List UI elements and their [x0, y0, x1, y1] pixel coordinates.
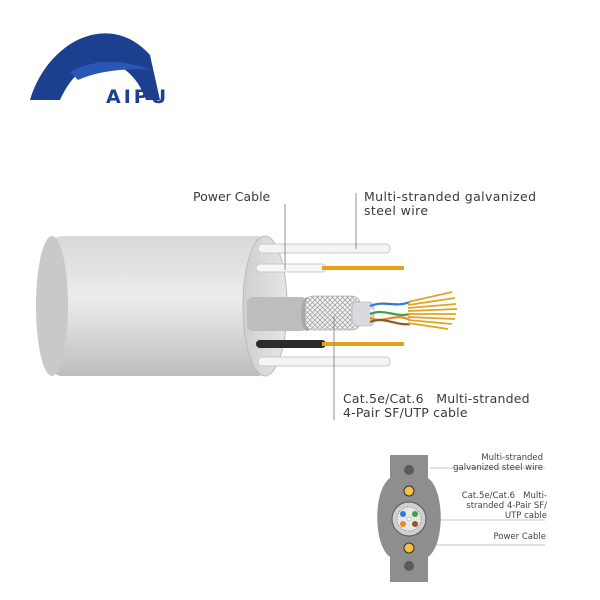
- brand-name: AIPU: [106, 86, 170, 108]
- callout-cat-line2: 4-Pair SF/UTP cable: [343, 405, 468, 421]
- power-cable-bottom-conductor: [322, 342, 404, 346]
- aipu-logo: [30, 33, 160, 100]
- foil-shield: [351, 301, 375, 327]
- cross-cat-line3: UTP cable: [504, 510, 547, 521]
- power-cable-top-conductor: [322, 266, 404, 270]
- cross-leader-lines: [430, 467, 545, 546]
- copper-conductors: [407, 291, 458, 330]
- cross-cat-line1: Cat.5e/Cat.6 Multi-: [461, 491, 547, 501]
- callout-power-cable-text: Power Cable: [193, 189, 271, 204]
- lan-inner-jacket: [247, 297, 307, 331]
- twisted-pairs: [369, 300, 411, 326]
- callout-power-cable: Power Cable: [193, 189, 271, 204]
- cross-power-top: [403, 485, 415, 497]
- callout-steel-wire: Multi-stranded galvanized steel wire: [364, 189, 537, 219]
- cross-steel-bottom: [404, 561, 414, 571]
- cross-label-steel: Multi-stranded galvanized steel wire: [433, 453, 543, 474]
- power-cable-bottom-jacket: [256, 340, 326, 348]
- cable-3d-view: [36, 235, 458, 377]
- cross-cat-line2: stranded 4-Pair SF/: [466, 500, 547, 511]
- steel-wire-bottom: [257, 356, 391, 367]
- callout-steel-line1: Multi-stranded galvanized: [364, 189, 537, 204]
- cross-section: [377, 455, 441, 582]
- power-cable-top-jacket: [255, 263, 327, 273]
- outer-jacket: [52, 236, 267, 376]
- cross-steel-line1: Multi-stranded: [481, 453, 543, 463]
- cross-power-bottom: [403, 542, 415, 554]
- leader-lines: [284, 193, 357, 420]
- callout-steel-line2: steel wire: [364, 203, 429, 219]
- cross-steel-top: [404, 465, 414, 475]
- callout-cat-cable: Cat.5e/Cat.6 Multi-stranded 4-Pair SF/UT…: [343, 391, 530, 421]
- cross-steel-line2: galvanized steel wire: [453, 462, 543, 473]
- cross-label-cat: Cat.5e/Cat.6 Multi- stranded 4-Pair SF/ …: [437, 491, 547, 521]
- jacket-back: [36, 236, 68, 376]
- callout-cat-line1: Cat.5e/Cat.6 Multi-stranded: [343, 391, 530, 406]
- cross-power-text: Power Cable: [493, 532, 546, 542]
- cross-label-power: Power Cable: [436, 532, 546, 543]
- steel-wire-top: [257, 243, 391, 254]
